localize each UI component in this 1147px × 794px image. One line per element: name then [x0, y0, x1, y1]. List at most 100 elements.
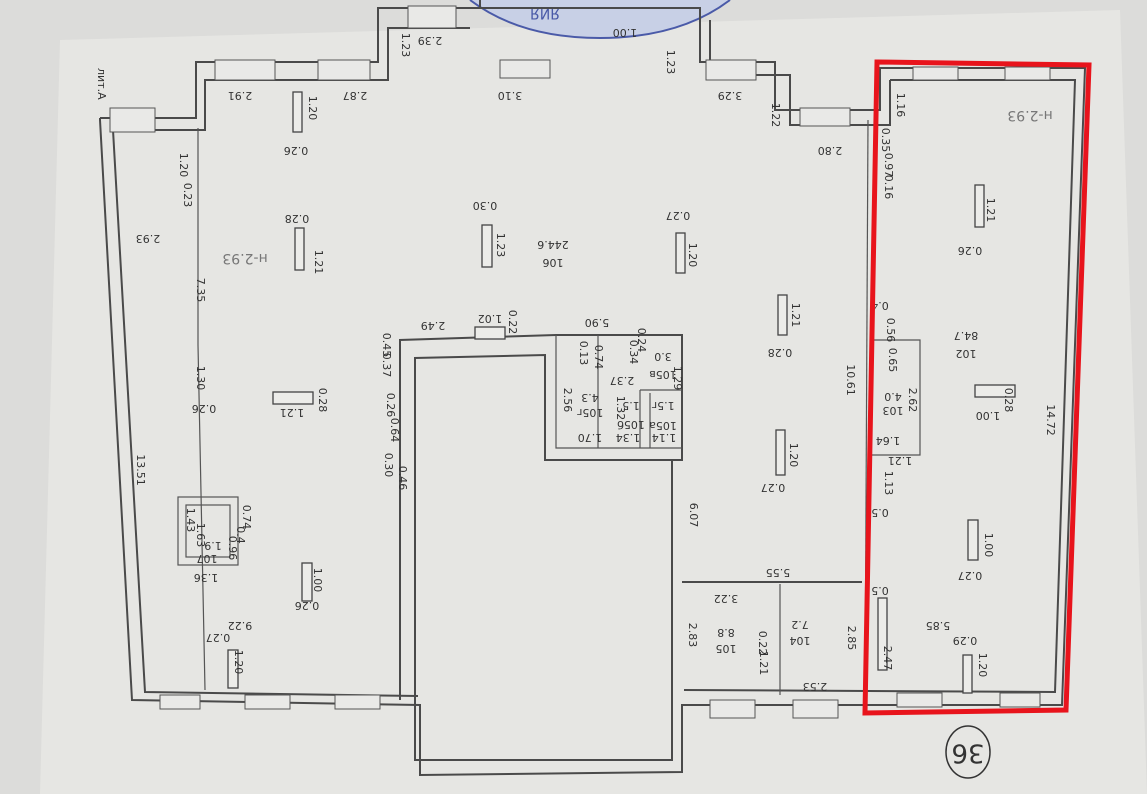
dimension-label: 7.35	[194, 278, 207, 303]
dimension-label: 2.93	[136, 232, 161, 245]
dimension-label: 2.91	[228, 89, 253, 102]
dimension-label: 1.21	[984, 198, 997, 223]
dimension-label: 6.07	[687, 503, 700, 528]
dimension-label: 0.30	[382, 453, 395, 478]
dimension-label: 1.20	[177, 153, 190, 178]
dimension-label: 0.35	[879, 128, 892, 153]
dimension-label: 13.51	[134, 454, 147, 486]
dimension-label: 1.32	[614, 396, 627, 421]
dimension-label: 105г	[576, 406, 603, 419]
dimension-label: 0.16	[882, 175, 895, 200]
dimension-label: 5.90	[585, 316, 610, 329]
dimension-label: 0.22	[506, 310, 519, 335]
dimension-label: 14.72	[1044, 404, 1057, 436]
windows	[109, 5, 1051, 719]
dimension-label: 1.00	[311, 568, 324, 593]
dimension-label: 3.22	[714, 592, 739, 605]
dimension-label: 0.37	[380, 353, 393, 378]
dimension-label: 2.87	[343, 89, 368, 102]
dimension-label: 0.74	[240, 505, 253, 530]
dimension-label: 5.55	[766, 566, 791, 579]
dimension-label: 1.02	[478, 312, 503, 325]
dimension-label: 1.22	[769, 103, 782, 128]
dimension-label: 4.0	[884, 390, 902, 403]
dimension-label: 2.39	[418, 34, 443, 47]
dimension-label: 105	[716, 642, 737, 655]
dimension-label: 0.27	[206, 631, 231, 644]
dimension-label: 0.28	[1002, 388, 1015, 413]
dimension-label: 3.29	[718, 89, 743, 102]
dimension-label: 0.28	[285, 212, 310, 225]
dimension-label: 0.5	[871, 506, 889, 519]
dimension-label: 0.46	[396, 466, 409, 491]
dimension-label: 0.28	[316, 388, 329, 413]
dimension-label: 0.34	[627, 340, 640, 365]
dimension-label: 10.61	[844, 364, 857, 396]
dimension-label: 1.20	[787, 443, 800, 468]
dimension-label: 1.20	[686, 243, 699, 268]
dimension-label: 0.26	[284, 144, 309, 157]
dimension-label: 3.10	[498, 89, 523, 102]
dimension-label: 0.5	[871, 584, 889, 597]
dimension-label: 9.22	[228, 619, 253, 632]
dimension-label: 0.24	[635, 328, 648, 353]
dimension-label: 1.20	[306, 96, 319, 121]
sheet-number-badge: 36	[945, 725, 991, 779]
dimension-label: 105в	[649, 368, 676, 381]
dimension-label: 0.26	[958, 244, 983, 257]
dimension-label: 1.23	[399, 33, 412, 58]
dimension-label: 0.28	[768, 346, 793, 359]
dimension-label: 1.43	[184, 508, 197, 533]
dimension-label: 3.0	[654, 350, 672, 363]
dimension-label: 0.22	[756, 631, 769, 656]
dimension-label: 106	[543, 256, 564, 269]
dimension-label: 2.37	[610, 374, 635, 387]
dimension-label: 84.7	[954, 329, 979, 342]
dimension-label: 2.62	[906, 388, 919, 413]
dimension-label: 1.23	[664, 50, 677, 75]
dimension-label: 0.27	[761, 481, 786, 494]
dimension-label: 2.85	[845, 626, 858, 651]
dimension-label: 1.00	[976, 409, 1001, 422]
dimension-label: 0.56	[884, 318, 897, 343]
dimension-label: 105а	[649, 419, 677, 432]
dimension-label: 103	[883, 404, 904, 417]
dimension-label: 1.21	[312, 250, 325, 275]
highlight-rectangle	[862, 59, 1092, 716]
dimension-label: 0.97	[882, 153, 895, 178]
dimension-label: 0.64	[388, 418, 401, 443]
dimension-label: 1.29	[671, 366, 684, 391]
dimension-label: 8.8	[717, 626, 735, 639]
dimension-label: н-2.93	[222, 250, 267, 266]
dimension-label: 2.49	[421, 319, 446, 332]
svg-text:лит.А: лит.А	[95, 68, 108, 100]
dimension-label: 107	[197, 552, 218, 565]
dimension-label: 2.47	[881, 646, 894, 671]
dimension-label: 1.9	[204, 539, 222, 552]
dimension-label: 1.64	[876, 434, 901, 447]
dimension-label: 1.21	[280, 406, 305, 419]
dimension-label: 2.80	[818, 144, 843, 157]
dimension-label: 0.29	[953, 634, 978, 647]
dimension-label: 1.70	[578, 431, 603, 444]
dimension-label: 4.3	[581, 391, 599, 404]
dimension-label: 0.96	[226, 536, 239, 561]
dimension-label: 1.5	[622, 399, 640, 412]
dimension-label: 1.36	[194, 571, 219, 584]
dimension-labels: 2.39 1.23 1.00 1.23 2.91 2.87 1.20 0.26 3.10 3.29…	[134, 26, 1057, 693]
dimension-label: 1.21	[757, 651, 770, 676]
dimension-label: 0.30	[473, 199, 498, 212]
dimension-label: 1.34	[616, 431, 641, 444]
dimension-label: 5.85	[926, 619, 951, 632]
dimension-label: 2.83	[686, 623, 699, 648]
dimension-label: 104	[790, 634, 811, 647]
dimension-label: 0.23	[181, 183, 194, 208]
dimension-label: 1.00	[982, 533, 995, 558]
dimension-label: 1.13	[882, 471, 895, 496]
corner-note: лит.А	[95, 68, 108, 100]
dimension-label: 1.21	[789, 303, 802, 328]
dimension-label: 244.6	[537, 238, 569, 251]
dimension-label: 0.27	[666, 209, 691, 222]
dimension-label: 1.5г	[651, 399, 674, 412]
